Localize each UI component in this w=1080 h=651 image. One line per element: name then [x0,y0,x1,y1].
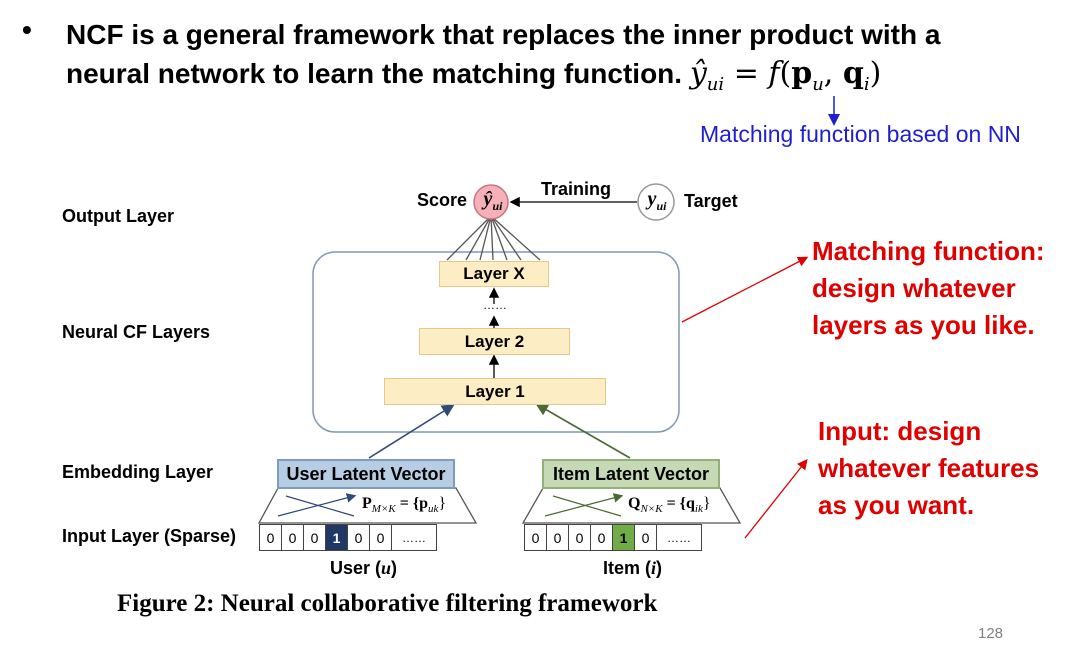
item-cell-dots: …… [667,530,691,545]
item-label-text: Item ( [603,558,652,578]
training-label: Training [541,179,612,199]
user-matrix-P: P [362,495,372,512]
user-matrix-p: p [419,495,429,512]
user-matrix-sub: M×K [371,503,396,516]
item-cross-b [552,495,622,517]
user-cell: 0 [370,525,392,550]
user-input-label: User (u) [330,558,397,579]
item-latent-vector: Item Latent Vector [542,459,720,489]
item-cell: 0 [591,525,613,550]
target-symbol-sub: ui [656,199,667,213]
item-matrix-Q: Q [628,495,641,512]
input-annotation: Input: design whatever features as you w… [818,413,1039,524]
formula-p: p [791,56,813,91]
score-label: Score [417,190,468,210]
user-input-vector: 0 0 0 1 0 0 …… [259,524,437,551]
bullet: • [22,14,32,45]
user-label-text: User ( [330,558,382,578]
matching-pointer [681,256,809,323]
item-matrix-label: QN×K = {qik} [628,495,711,515]
user-cell-dots: …… [402,530,426,545]
user-label-var: u [381,558,392,578]
arrow-user-to-layer1 [368,404,455,459]
input-annotation-line: Input: design [818,416,982,446]
target-node [637,183,675,221]
formula-q-sub: i [863,74,870,95]
formula-close: ) [869,56,882,91]
output-fan-lines [446,215,541,261]
headline-line1: NCF is a general framework that replaces… [66,19,941,50]
target-symbol: yui [642,188,672,214]
item-matrix-sub: N×K [640,503,663,516]
layer-1-box: Layer 1 [384,378,606,405]
formula: ŷui = f(pu, qi) [689,56,882,95]
formula-eq: = [733,56,759,91]
label-input-layer: Input Layer (Sparse) [62,526,237,546]
input-pointer [744,458,808,539]
input-annotation-line: as you want. [818,490,975,520]
formula-open: ( [779,56,792,91]
item-input-label: Item (i) [603,558,662,579]
item-cell: 0 [635,525,657,550]
user-cell: 0 [304,525,326,550]
figure-caption: Figure 2: Neural collaborative filtering… [117,590,658,617]
formula-f: f [768,56,780,91]
neural-cf-container [312,251,680,433]
user-label-close: ) [391,558,398,578]
item-cross-a [544,493,624,517]
score-node [473,184,509,220]
label-neural-cf-layers: Neural CF Layers [62,322,211,342]
page-number: 128 [978,625,1004,642]
user-matrix-close: } [438,495,447,512]
user-cell-active: 1 [326,525,348,550]
item-input-vector: 0 0 0 0 1 0 …… [524,524,702,551]
matching-annotation: Matching function: design whatever layer… [812,233,1045,344]
score-symbol-y: ŷ [483,188,493,210]
score-symbol-sub: ui [492,199,503,213]
formula-p-sub: u [812,74,824,95]
layer-dots: …… [483,298,507,312]
arrow-item-to-layer1 [535,403,631,459]
item-label-var: i [651,558,657,578]
item-cell: 0 [547,525,569,550]
user-cell: 0 [282,525,304,550]
item-matrix-q-sub: ik [694,503,703,516]
matching-annotation-line: layers as you like. [812,310,1035,340]
user-latent-vector: User Latent Vector [277,459,455,489]
score-symbol: ŷui [478,188,508,214]
item-cell-active: 1 [613,525,635,550]
label-output-layer: Output Layer [62,206,175,226]
user-cross-a [277,493,357,517]
user-matrix-p-sub: uk [428,503,439,516]
input-annotation-line: whatever features [818,453,1040,483]
item-cell: 0 [569,525,591,550]
item-matrix-close: } [702,495,711,512]
item-matrix-eq: = { [662,495,686,512]
item-cell: 0 [525,525,547,550]
headline-line2-text: neural network to learn the matching fun… [66,58,683,89]
matching-annotation-line: design whatever [812,273,1016,303]
formula-q: q [842,56,864,91]
formula-yhat: ŷ [689,56,707,91]
user-matrix-eq: = { [395,495,420,512]
target-label: Target [684,191,738,211]
label-embedding-layer: Embedding Layer [62,462,214,482]
user-cross-b [285,495,355,517]
user-cell: 0 [260,525,282,550]
headline-line2: neural network to learn the matching fun… [66,54,1066,104]
formula-y-sub: ui [706,74,725,95]
layer-2-box: Layer 2 [419,328,570,355]
target-symbol-y: y [647,188,657,210]
user-matrix-label: PM×K = {puk} [362,495,446,515]
matching-annotation-line: Matching function: [812,236,1045,266]
item-label-close: ) [656,558,663,578]
headline: NCF is a general framework that replaces… [66,15,1066,104]
formula-comma: , [823,56,834,91]
layer-x-box: Layer X [439,261,549,287]
nn-note: Matching function based on NN [700,121,1021,147]
user-cell: 0 [348,525,370,550]
item-matrix-q: q [685,495,695,512]
